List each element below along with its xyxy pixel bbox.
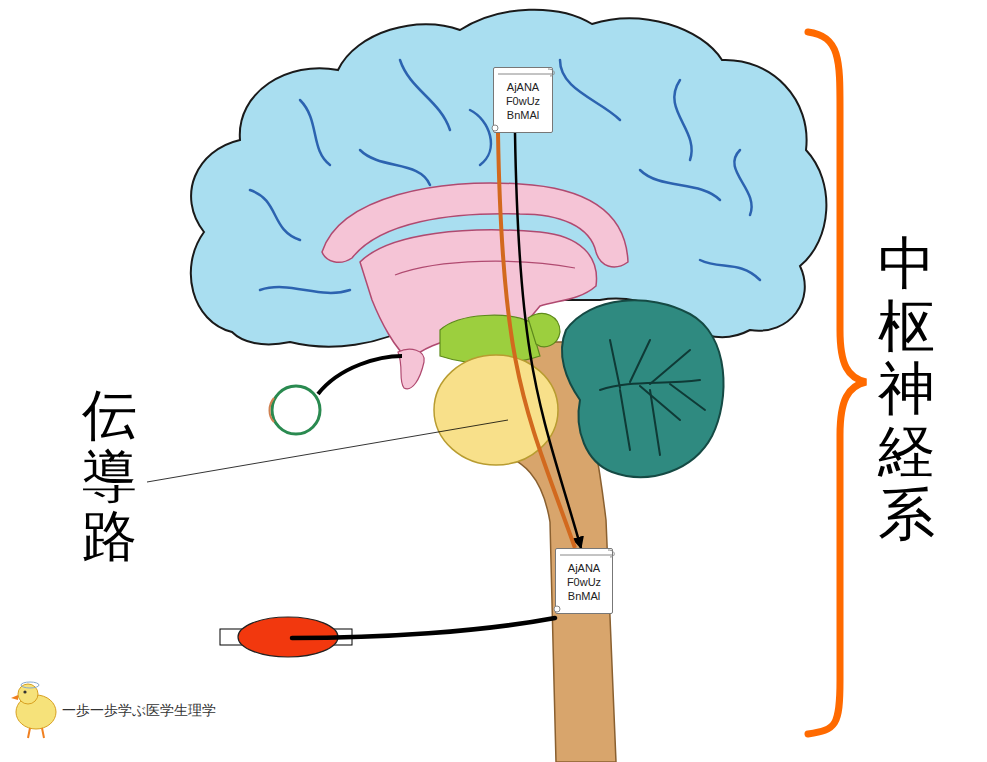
arbor-vitae [600,340,705,455]
tectum [528,314,560,347]
motor-nerve [292,618,555,638]
cerebellum [562,300,724,477]
chick-icon [11,682,56,738]
scroll-text: AjANA F0wUz BnMAl [497,81,549,123]
cns-label: 中枢神経系 [878,232,935,545]
pathway-connector [498,133,575,548]
scroll-box: AjANA F0wUz BnMAl [555,548,613,614]
pathway-connector [515,133,581,548]
scroll-box: AjANA F0wUz BnMAl [493,67,553,133]
fornix-line [395,261,575,275]
eye-lens [270,398,275,422]
scroll-text: AjANA F0wUz BnMAl [559,562,609,604]
watermark: 一歩一歩学ぶ医学生理学 [62,702,216,720]
pathway-label: 伝導路 [82,385,137,567]
eye [272,386,320,434]
bracket [808,32,866,734]
optic-nerve [318,356,402,394]
leader-line [147,420,508,482]
